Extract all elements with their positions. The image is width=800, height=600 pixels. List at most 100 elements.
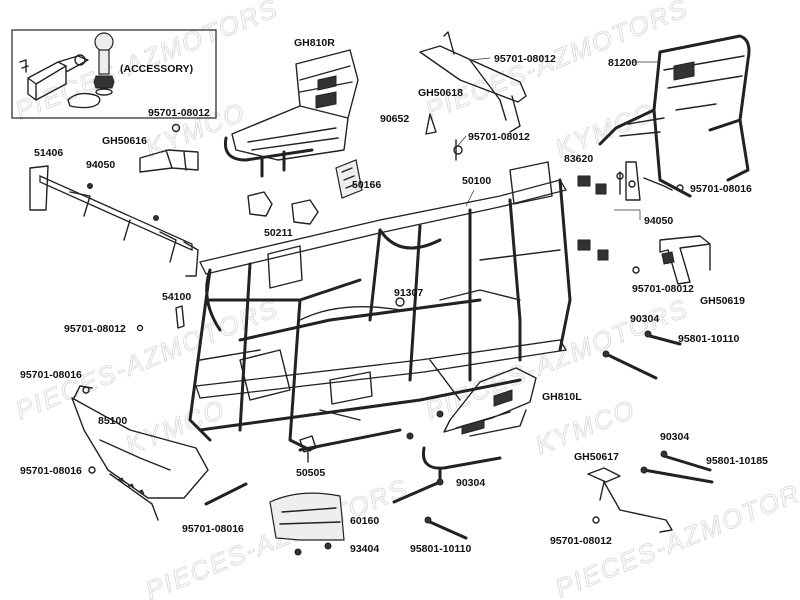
bracket-gh50619-icon (659, 235, 711, 285)
bracket-gh50619-group: 95701-08012 GH50619 (632, 235, 745, 307)
main-frame-crossmembers-icon (199, 249, 561, 421)
accessory-label: (ACCESSORY) (120, 63, 193, 75)
tie-rod-icon (642, 468, 714, 484)
bolt-shank-icon (425, 113, 457, 161)
small-parts-center-group: 54100 91307 95701-08012 (64, 287, 423, 335)
part-label-95801-10110: 95801-10110 (410, 543, 471, 555)
part-label-gh50619: GH50619 (700, 295, 745, 307)
accessory-box (11, 29, 217, 119)
bracket-gh50616-icon (139, 149, 199, 173)
hitch-hole-icon (74, 54, 86, 66)
part-label-50505: 50505 (296, 467, 325, 479)
leader-line (455, 135, 467, 149)
skid-plate-icon (71, 397, 209, 499)
nut-icon (436, 478, 444, 486)
mount-bracket-icon (619, 161, 673, 201)
main-frame-gussets-icon (239, 161, 553, 405)
bracket-50211-b-icon (291, 199, 319, 225)
part-label-gh810r: GH810R (294, 37, 335, 49)
long-bolt-icon (204, 482, 248, 506)
part-label-50211: 50211 (264, 227, 293, 239)
rear-bracket-icon (419, 31, 527, 133)
part-label-95701-08016: 95701-08016 (182, 523, 244, 535)
rear-rack-plate-icon (673, 61, 695, 81)
front-bar-icon (39, 174, 193, 252)
plate-50166-group: 50166 (335, 159, 381, 199)
clip-54100-icon (175, 305, 185, 329)
front-bar-51406-group: 51406 94050 (29, 147, 199, 277)
skid-plate-85100-group: 95701-08016 85100 95701-08016 (20, 369, 209, 521)
clip-50505-icon (299, 435, 317, 463)
part-label-95701-08016: 95701-08016 (20, 465, 82, 477)
part-label-95701-08012: 95701-08012 (468, 131, 530, 143)
nut-icon (660, 450, 668, 458)
mudguard-60160-group: 60160 93404 (269, 492, 379, 556)
tie-rod-icon (662, 454, 712, 472)
bolt-icon (136, 324, 144, 332)
part-label-90304: 90304 (456, 477, 485, 489)
part-label-95701-08012: 95701-08012 (494, 53, 556, 65)
plate-holes-icon (341, 167, 357, 189)
rear-rack-crossbar-icon (619, 55, 745, 137)
right-mounts-group: 83620 95701-08016 94050 (564, 153, 752, 261)
brackets-50211-group: 50211 (247, 191, 319, 239)
mudguard-icon (269, 492, 345, 541)
leader-line (465, 189, 475, 207)
footrest-left-slot-icon (461, 389, 513, 435)
rear-rack-81200-group: 81200 (598, 34, 751, 198)
part-label-95701-08012: 95701-08012 (632, 283, 694, 295)
part-label-95801-10185: 95801-10185 (706, 455, 768, 467)
rear-rack-icon (598, 34, 751, 198)
part-label-60160: 60160 (350, 515, 379, 527)
hitch-ball-icon (94, 32, 114, 52)
part-label-90304: 90304 (630, 313, 659, 325)
rubber-mount-icon (597, 249, 609, 261)
footrest-left-group: GH810L (406, 367, 582, 482)
part-label-95701-08012: 95701-08012 (64, 323, 126, 335)
part-label-51406: 51406 (34, 147, 63, 159)
part-label-91307: 91307 (394, 287, 423, 299)
bracket-gh50619-plate-icon (661, 251, 675, 265)
bolt-icon (87, 183, 93, 189)
nut-icon (602, 350, 610, 358)
footrest-right-icon (231, 49, 359, 161)
part-label-81200: 81200 (608, 57, 637, 69)
nut-icon (644, 330, 652, 338)
watermark-group: PIECES-AZMOTORS KYMCO PIECES-AZMOTORS KY… (11, 0, 800, 600)
skid-plate-frame-icon (73, 385, 171, 521)
nut-icon (628, 180, 636, 188)
part-label-95701-08012: 95701-08012 (550, 535, 612, 547)
part-label-gh50617: GH50617 (574, 451, 619, 463)
clip-50505-group: 50505 (296, 435, 325, 479)
part-label-95701-08016: 95701-08016 (20, 369, 82, 381)
tie-rod-icon (648, 334, 682, 346)
main-frame-50100-group: 50100 (188, 161, 572, 452)
part-label-94050: 94050 (644, 215, 673, 227)
skid-plate-vents-icon (117, 477, 145, 495)
tie-rod-icon (428, 520, 468, 540)
part-label-95801-10110: 95801-10110 (678, 333, 739, 345)
rubber-mount-icon (577, 175, 591, 187)
hitch-clip-icon (67, 92, 101, 109)
main-frame-upper-rail-icon (199, 179, 568, 275)
part-label-83620: 83620 (564, 153, 593, 165)
rod-bottom-center-group: 90304 95801-10110 (392, 477, 485, 555)
rod-right-upper-group: 90304 95801-10110 (602, 313, 739, 380)
footrest-right-group: GH810R (223, 37, 359, 178)
footrest-left-rail-icon (421, 446, 502, 482)
part-label-95701-08016: 95701-08016 (690, 183, 752, 195)
hitch-pin-icon (19, 59, 29, 73)
bracket-gh50617-icon (587, 467, 673, 533)
bracket-outline (614, 209, 641, 220)
rear-bracket-gh50618-group: 95701-08012 GH50618 90652 95701-08012 (380, 31, 556, 161)
bolt-icon (88, 466, 96, 474)
hitch-ball-shank-icon (98, 49, 110, 75)
front-bar-brackets-icon (29, 165, 199, 277)
footrest-right-rail-icon (223, 136, 314, 178)
leader-line (469, 57, 491, 61)
main-frame-structure-icon (188, 178, 572, 452)
bolt-icon (406, 432, 414, 440)
rubber-mount-icon (577, 239, 591, 251)
part-label-gh810l: GH810L (542, 391, 582, 403)
